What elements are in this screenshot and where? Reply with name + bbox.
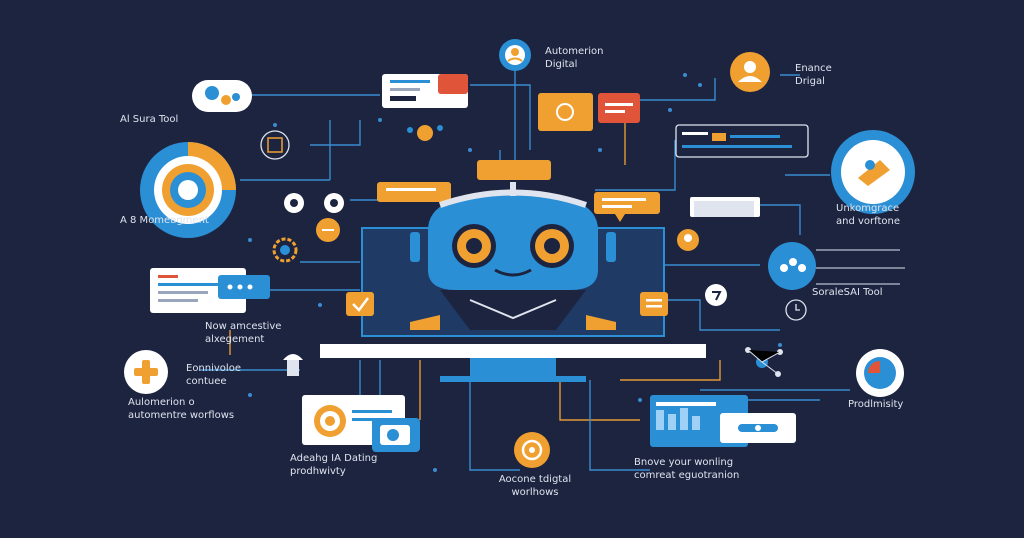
- tool-icons-right: [705, 284, 807, 321]
- device-dashboard-icon: [650, 395, 796, 447]
- analytics-cards-icon: [538, 93, 640, 131]
- user-profile-icon: [499, 39, 531, 71]
- document-card-icon: [382, 74, 468, 108]
- target-icon: [260, 130, 290, 160]
- label-ai-suite-tool: Al Sura Tool: [120, 114, 179, 125]
- label-connect: Eonnivoloe contuee: [186, 363, 241, 387]
- gear-icon: [272, 237, 298, 263]
- add-circle-icon: [124, 350, 168, 394]
- speech-bubbles: [377, 160, 660, 222]
- decor-dots: [248, 73, 782, 472]
- label-adopt-ai: Adeahg IA Dating prodhwivty: [290, 453, 378, 477]
- label-automate-digital: Aocone tdigtal worlhows: [498, 474, 572, 498]
- label-productivity: Prodlmisity: [848, 399, 904, 410]
- browser-window-icon: [675, 124, 809, 158]
- label-automate-workflows-right: Unkomgrace and vorftone: [836, 203, 901, 227]
- label-social-ai-tool: SoraleSAI Tool: [812, 287, 883, 298]
- label-enhance-digital: Enance Drigal: [795, 63, 832, 87]
- report-card-icon: [150, 268, 270, 313]
- network-icon: [745, 347, 783, 377]
- lightbulb-icon: [677, 229, 699, 251]
- label-automation-workflows: Aulomerion o automentre worflows: [128, 397, 235, 421]
- label-new-automation: Now amcestive alxegement: [205, 321, 282, 345]
- workflow-badge-icon: [514, 432, 550, 468]
- idea-icon: [407, 125, 443, 141]
- robot-face-icon: [410, 182, 616, 330]
- target-card-icon: [302, 395, 420, 452]
- orange-profile-icon: [730, 52, 770, 92]
- settings-card-icon: [690, 197, 760, 217]
- workflow-circle-icon: [831, 130, 915, 214]
- label-improve-working: Bnove your wonling comreat eguotranion: [634, 457, 740, 481]
- toggle-icons: [284, 193, 344, 242]
- management-donut-icon: [140, 142, 236, 238]
- lamp-icon: [283, 354, 303, 376]
- label-ai-management: A 8 Momeagment: [120, 215, 209, 226]
- ai-suite-tool-icon: [192, 80, 252, 112]
- social-ai-icon: [768, 242, 905, 290]
- label-automation-digital: Automerion Digital: [545, 46, 604, 70]
- productivity-icon: [856, 349, 904, 397]
